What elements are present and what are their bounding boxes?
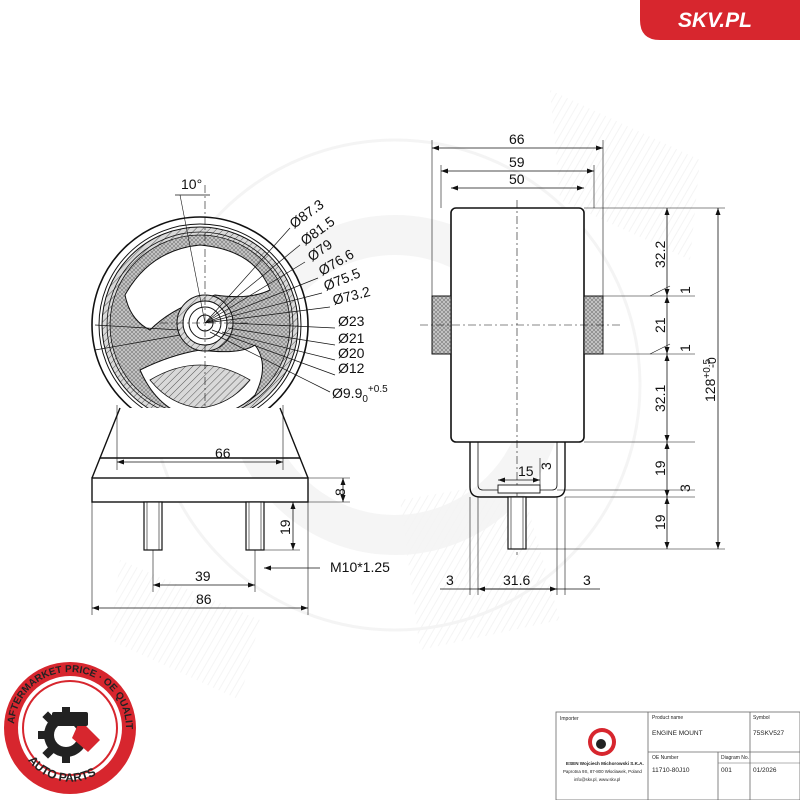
diameter-labels: Ø87.3 Ø81.5 Ø79 Ø76.6 Ø75.5 Ø73.2 Ø23 Ø2… xyxy=(286,196,388,405)
oe-number-label: OE Number xyxy=(652,755,679,761)
importer-contact: info@skv.pl, www.skv.pl xyxy=(574,777,620,782)
brand-logo-text: SKV.PL xyxy=(678,9,752,32)
symbol-label: Symbol xyxy=(753,715,770,721)
dim-total-height-tol: -0 xyxy=(705,357,719,368)
product-name-value: ENGINE MOUNT xyxy=(652,730,703,737)
dim-19-lower: 19 xyxy=(652,514,668,530)
dia-label: Ø20 xyxy=(338,345,365,361)
front-view: 10° Ø87.3 Ø81.5 Ø79 Ø76.6 Ø75.5 Ø73.2 Ø2 xyxy=(91,176,390,615)
date-value: 01/2026 xyxy=(753,767,777,774)
stamp-center-text: SKV xyxy=(58,715,79,726)
dim-total-height: 128+0.5 xyxy=(702,358,718,402)
importer-label: Importer xyxy=(560,716,579,722)
angle-label: 10° xyxy=(181,176,202,192)
skv-quality-stamp: AFTERMARKET PRICE · OE QUALITY · AUTO PA… xyxy=(0,0,136,794)
dia-label: Ø23 xyxy=(338,313,365,329)
dim-slot-height: 3 xyxy=(538,462,554,470)
mount-base xyxy=(91,477,309,503)
diagram-value: 001 xyxy=(721,767,732,774)
side-view: 66 59 50 32.2 21 32.1 19 19 1 1 3 xyxy=(420,131,725,595)
dim-base-thickness: 8 xyxy=(332,488,348,496)
dim-50: 50 xyxy=(509,171,525,187)
title-block: Importer ESEN Wojciech Michorowski S.K.A… xyxy=(555,711,800,800)
mount-bracket xyxy=(98,407,302,459)
dim-stud-spacing: 39 xyxy=(195,568,211,584)
dim-stud-length: 19 xyxy=(277,519,293,535)
dim-66: 66 xyxy=(509,131,525,147)
dim-bottom-3-right: 3 xyxy=(583,572,591,588)
dim-21: 21 xyxy=(652,317,668,333)
importer-name: ESEN Wojciech Michorowski S.K.A. xyxy=(566,761,644,766)
dim-3-bracket: 3 xyxy=(677,484,693,492)
brand-banner: SKV.PL xyxy=(640,0,800,40)
dim-59: 59 xyxy=(509,154,525,170)
product-name-label: Product name xyxy=(652,715,683,721)
dim-base-width: 86 xyxy=(196,591,212,607)
oe-number-value: 11710-80J10 xyxy=(652,767,690,774)
dia-label: Ø12 xyxy=(338,360,365,376)
diagram-label: Diagram No. xyxy=(721,755,749,761)
dim-slot-width: 15 xyxy=(518,463,534,479)
dim-bottom-3-left: 3 xyxy=(446,572,454,588)
dim-bottom-31-6: 31.6 xyxy=(503,572,530,588)
dim-32-2: 32.2 xyxy=(652,241,668,268)
symbol-value: 75SKV527 xyxy=(753,730,784,737)
hole-diameter-label: Ø9.90+0.5 xyxy=(332,384,388,405)
dia-label: Ø21 xyxy=(338,330,365,346)
dim-19-upper: 19 xyxy=(652,460,668,476)
dim-32-1: 32.1 xyxy=(652,385,668,412)
thread-spec: M10*1.25 xyxy=(330,559,390,575)
dim-width-base: 66 xyxy=(215,445,231,461)
importer-address: Paprotna 9S, 87-800 Włocławek, Poland xyxy=(563,769,642,774)
dim-1-top: 1 xyxy=(677,286,693,294)
stud-left xyxy=(143,501,163,551)
dim-1-bottom: 1 xyxy=(677,344,693,352)
web-lobe-top xyxy=(124,244,271,331)
